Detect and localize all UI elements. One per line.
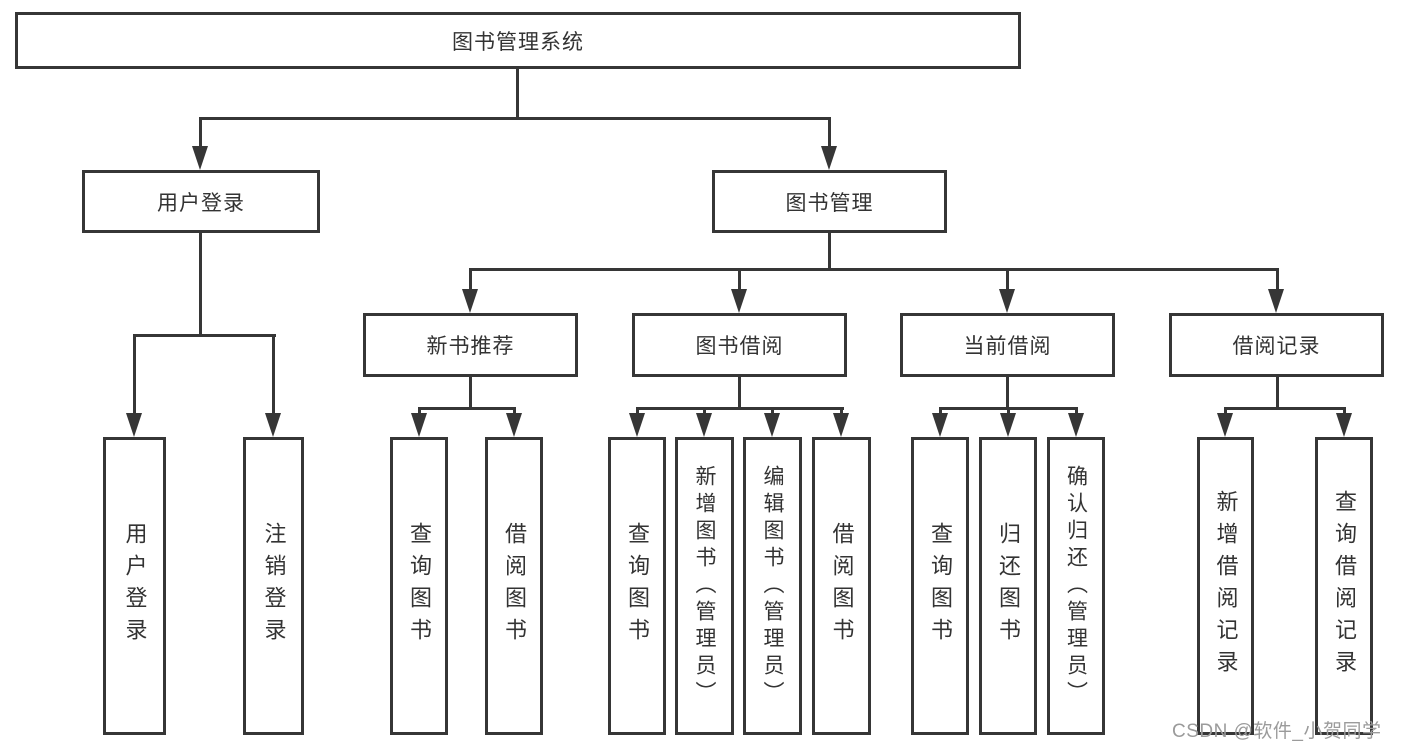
node-book-management-label: 图书管理: [785, 191, 874, 215]
connector-line: [469, 268, 1279, 271]
connector-line: [738, 268, 741, 291]
leaf-user-login: 用户登录: [103, 437, 166, 735]
leaf-current-search-label: 查询图书: [928, 522, 953, 650]
connector-line: [513, 407, 516, 416]
leaf-borrow-edit: 编辑图书（管理员）: [743, 437, 802, 735]
arrowhead-down-icon: [764, 413, 780, 437]
leaf-borrow-borrow-label: 借阅图书: [829, 522, 855, 650]
arrowhead-down-icon: [192, 146, 208, 170]
connector-line: [1075, 407, 1078, 416]
arrowhead-down-icon: [1068, 413, 1084, 437]
leaf-logout-label: 注销登录: [261, 522, 287, 650]
node-book-management: 图书管理: [712, 170, 947, 233]
leaf-current-confirm-label: 确认归还（管理员）: [1064, 464, 1088, 708]
connector-line: [1276, 376, 1279, 410]
arrowhead-down-icon: [462, 289, 478, 313]
node-root-label: 图书管理系统: [452, 30, 584, 54]
leaf-current-return-label: 归还图书: [996, 522, 1021, 650]
leaf-borrow-add-label: 新增图书（管理员）: [693, 464, 716, 708]
node-book-borrow: 图书借阅: [632, 313, 847, 377]
connector-line: [199, 232, 202, 336]
arrowhead-down-icon: [411, 413, 427, 437]
connector-line: [703, 407, 706, 416]
connector-line: [272, 334, 275, 415]
leaf-records-add: 新增借阅记录: [1197, 437, 1254, 735]
leaf-newbooks-search: 查询图书: [390, 437, 448, 735]
connector-line: [133, 334, 136, 415]
arrowhead-down-icon: [629, 413, 645, 437]
leaf-newbooks-search-label: 查询图书: [407, 522, 432, 650]
leaf-current-return: 归还图书: [979, 437, 1037, 735]
connector-line: [418, 407, 516, 410]
node-borrow-records: 借阅记录: [1169, 313, 1384, 377]
arrowhead-down-icon: [999, 289, 1015, 313]
leaf-logout: 注销登录: [243, 437, 304, 735]
arrowhead-down-icon: [731, 289, 747, 313]
connector-line: [1006, 376, 1009, 410]
connector-line: [199, 117, 202, 149]
connector-line: [1224, 407, 1227, 416]
leaf-borrow-borrow: 借阅图书: [812, 437, 871, 735]
leaf-records-search-label: 查询借阅记录: [1332, 490, 1357, 682]
leaf-borrow-search: 查询图书: [608, 437, 666, 735]
connector-line: [1343, 407, 1346, 416]
arrowhead-down-icon: [126, 413, 142, 437]
leaf-newbooks-borrow-label: 借阅图书: [502, 522, 527, 650]
node-current-borrow-label: 当前借阅: [963, 335, 1052, 358]
connector-line: [828, 232, 831, 271]
connector-line: [516, 68, 519, 118]
node-borrow-records-label: 借阅记录: [1232, 335, 1321, 358]
leaf-records-search: 查询借阅记录: [1315, 437, 1373, 735]
connector-line: [1276, 268, 1279, 291]
arrowhead-down-icon: [1336, 413, 1352, 437]
connector-line: [738, 376, 741, 410]
node-new-books-label: 新书推荐: [426, 335, 515, 358]
arrowhead-down-icon: [1000, 413, 1016, 437]
arrowhead-down-icon: [833, 413, 849, 437]
connector-line: [828, 117, 831, 149]
connector-line: [939, 407, 942, 416]
leaf-borrow-search-label: 查询图书: [625, 522, 650, 650]
connector-line: [771, 407, 774, 416]
leaf-newbooks-borrow: 借阅图书: [485, 437, 543, 735]
node-root: 图书管理系统: [15, 12, 1021, 69]
connector-line: [1006, 268, 1009, 291]
leaf-borrow-edit-label: 编辑图书（管理员）: [761, 464, 784, 708]
csdn-watermark: CSDN @软件_小贺同学: [1172, 721, 1382, 742]
node-user-login: 用户登录: [82, 170, 320, 233]
leaf-records-add-label: 新增借阅记录: [1213, 490, 1239, 682]
arrowhead-down-icon: [1217, 413, 1233, 437]
leaf-user-login-label: 用户登录: [122, 522, 148, 650]
leaf-current-search: 查询图书: [911, 437, 969, 735]
connector-line: [636, 407, 844, 410]
arrowhead-down-icon: [265, 413, 281, 437]
connector-line: [840, 407, 843, 416]
arrowhead-down-icon: [821, 146, 837, 170]
arrowhead-down-icon: [932, 413, 948, 437]
connector-line: [469, 268, 472, 291]
arrowhead-down-icon: [1268, 289, 1284, 313]
connector-line: [133, 334, 276, 337]
node-book-borrow-label: 图书借阅: [695, 335, 784, 358]
arrowhead-down-icon: [696, 413, 712, 437]
node-new-books: 新书推荐: [363, 313, 578, 377]
connector-line: [1007, 407, 1010, 416]
connector-line: [469, 376, 472, 410]
leaf-borrow-add: 新增图书（管理员）: [675, 437, 734, 735]
node-current-borrow: 当前借阅: [900, 313, 1115, 377]
node-user-login-label: 用户登录: [157, 191, 245, 215]
arrowhead-down-icon: [506, 413, 522, 437]
connector-line: [636, 407, 639, 416]
leaf-current-confirm: 确认归还（管理员）: [1047, 437, 1105, 735]
connector-line: [199, 117, 831, 120]
connector-line: [1224, 407, 1346, 410]
connector-line: [418, 407, 421, 416]
